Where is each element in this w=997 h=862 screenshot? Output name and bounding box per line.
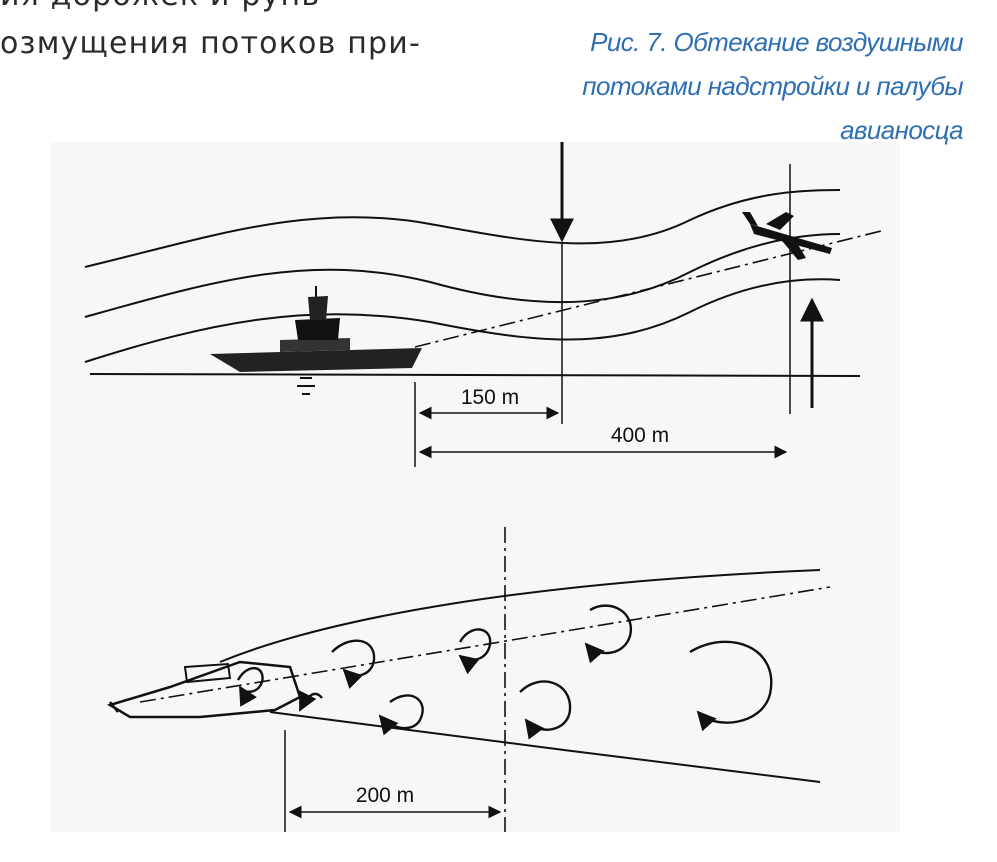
figure-caption: Рис. 7. Обтекание воздушными потоками на… [493, 20, 963, 152]
dimension-150-label: 150 m [461, 386, 519, 409]
plan-view [139, 527, 831, 832]
vortex-8 [519, 680, 572, 740]
wake-boundary-lower [269, 711, 821, 783]
dimension-400-label: 400 m [611, 424, 669, 447]
airflow-line-2 [84, 233, 841, 318]
figure-background [50, 142, 900, 832]
sea-line [89, 373, 861, 377]
body-text-line-2: озмущения потоков при- [0, 26, 421, 61]
dimension-200-label: 200 m [356, 784, 414, 807]
body-text-line-1: ия дорожек и рунь [0, 0, 320, 13]
wake-centerline [139, 586, 831, 703]
vortex-7 [378, 694, 424, 736]
vortex-2 [331, 639, 376, 690]
wake-boundary-upper [219, 569, 821, 663]
airflow-diagram: 150 m 400 m 200 m [50, 142, 900, 832]
vortex-group [236, 604, 773, 740]
vortex-3 [458, 628, 492, 675]
airflow-line-3 [84, 278, 841, 363]
vortex-5 [689, 640, 773, 732]
airflow-line-1 [84, 189, 841, 268]
vortex-4 [584, 604, 633, 664]
landing-aircraft-icon [742, 212, 832, 260]
aircraft-carrier-side-icon [210, 286, 422, 395]
vortex-6 [298, 690, 323, 712]
side-view [84, 142, 886, 467]
caption-line-3: авианосца [840, 115, 964, 145]
vortex-1 [236, 667, 264, 707]
caption-line-1: Рис. 7. Обтекание воздушными [590, 27, 963, 57]
glide-path [414, 229, 886, 348]
caption-line-2: потоками надстройки и палубы [582, 71, 963, 101]
